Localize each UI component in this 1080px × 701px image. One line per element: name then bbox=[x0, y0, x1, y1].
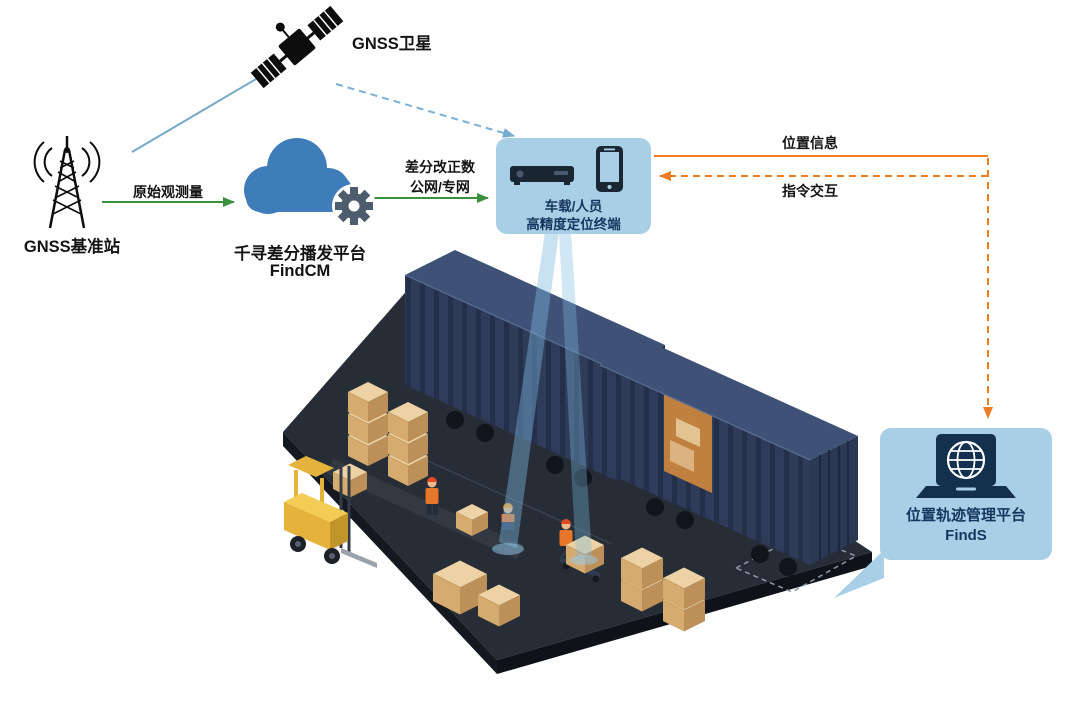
worker bbox=[501, 503, 515, 541]
terminal-label-line1: 车载/人员 bbox=[544, 199, 603, 214]
worker bbox=[559, 519, 573, 557]
command-label: 指令交互 bbox=[782, 183, 838, 199]
terminal-panel: 车载/人员 高精度定位终端 bbox=[496, 138, 651, 234]
base-station-label: GNSS基准站 bbox=[23, 238, 121, 256]
container-b bbox=[599, 341, 858, 576]
pallet-jack bbox=[560, 535, 605, 583]
position-info-arrow bbox=[654, 155, 993, 419]
raw-observation-label: 原始观测量 bbox=[133, 184, 203, 200]
positioning-beam bbox=[492, 232, 598, 565]
warehouse-scene bbox=[283, 250, 872, 674]
management-platform-panel: 位置轨迹管理平台 FindS bbox=[880, 428, 1052, 560]
satellite-to-station-line bbox=[131, 71, 269, 153]
base-station-icon bbox=[33, 136, 101, 229]
cloud-platform-name: 千寻差分播发平台 bbox=[234, 245, 366, 263]
satellite-to-terminal-link bbox=[335, 83, 515, 138]
worker bbox=[425, 477, 439, 515]
forklift bbox=[284, 456, 377, 568]
correction-label-line2: 公网/专网 bbox=[410, 179, 470, 195]
cloud-platform-product: FindCM bbox=[269, 262, 331, 280]
finds-panel-tail bbox=[834, 550, 884, 598]
terminal-label-line2: 高精度定位终端 bbox=[526, 217, 621, 233]
management-platform-product: FindS bbox=[945, 527, 987, 545]
gear-icon bbox=[332, 184, 376, 228]
smartphone-icon bbox=[596, 146, 623, 192]
vehicle-device-icon bbox=[510, 166, 574, 185]
laptop-globe-icon bbox=[916, 434, 1016, 498]
correction-label-line1: 差分改正数 bbox=[405, 159, 475, 175]
terminal-icons bbox=[510, 146, 623, 192]
position-info-label: 位置信息 bbox=[782, 135, 838, 151]
satellite-label: GNSS卫星 bbox=[352, 35, 432, 53]
cloud-platform-icon bbox=[244, 138, 376, 228]
gnss-satellite-icon bbox=[250, 5, 344, 89]
management-platform-name: 位置轨迹管理平台 bbox=[905, 507, 1026, 524]
